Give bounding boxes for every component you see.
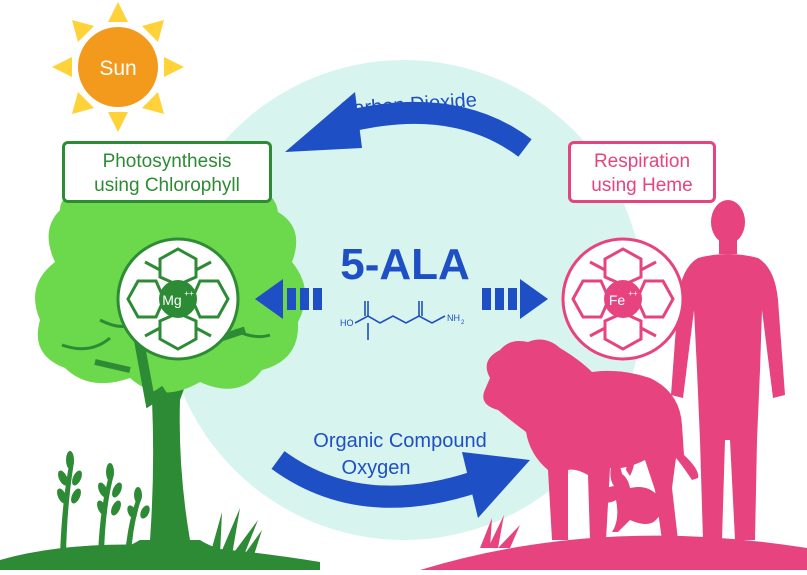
plant-ground (0, 544, 320, 570)
sun-icon (52, 2, 184, 132)
respiration-title: Respiration (593, 151, 691, 172)
photosynthesis-subtitle: using Chlorophyll (94, 175, 240, 196)
molecule-hydroxyl-label: HO (340, 318, 354, 328)
wheat-icon (57, 451, 150, 555)
mg-symbol: Mg (162, 292, 181, 308)
oxygen-label: Oxygen (342, 457, 411, 479)
organic-compound-arrow (271, 451, 530, 518)
animal-ground (420, 535, 807, 570)
respiration-label-box: Respiration using Heme (568, 141, 716, 203)
right-dashed-arrow (482, 279, 548, 319)
mg-charge: ++ (184, 289, 194, 298)
heme-ring-icon (561, 237, 685, 361)
grass-icon (210, 508, 262, 555)
lion-icon (483, 339, 699, 540)
photosynthesis-title: Photosynthesis (102, 151, 232, 172)
five-ala-title: 5-ALA (340, 240, 470, 289)
grass-right-icon (480, 515, 520, 548)
ala-molecule-structure (354, 301, 446, 340)
molecule-amine-label: NH (447, 313, 460, 323)
organic-compound-label: Organic Compound (313, 430, 486, 452)
respiration-subtitle: using Heme (591, 175, 693, 196)
sun-label: Sun (99, 57, 136, 80)
fe-symbol: Fe (609, 292, 626, 308)
left-dashed-arrow (255, 279, 322, 319)
carbon-dioxide-arrow (285, 92, 532, 157)
fe-charge: ++ (628, 289, 638, 298)
molecule-amine-subscript: 2 (461, 320, 465, 326)
photosynthesis-label-box: Photosynthesis using Chlorophyll (62, 141, 272, 203)
human-icon (671, 200, 785, 540)
rabbit-icon (600, 454, 662, 532)
chlorophyll-ring-icon (116, 237, 240, 361)
